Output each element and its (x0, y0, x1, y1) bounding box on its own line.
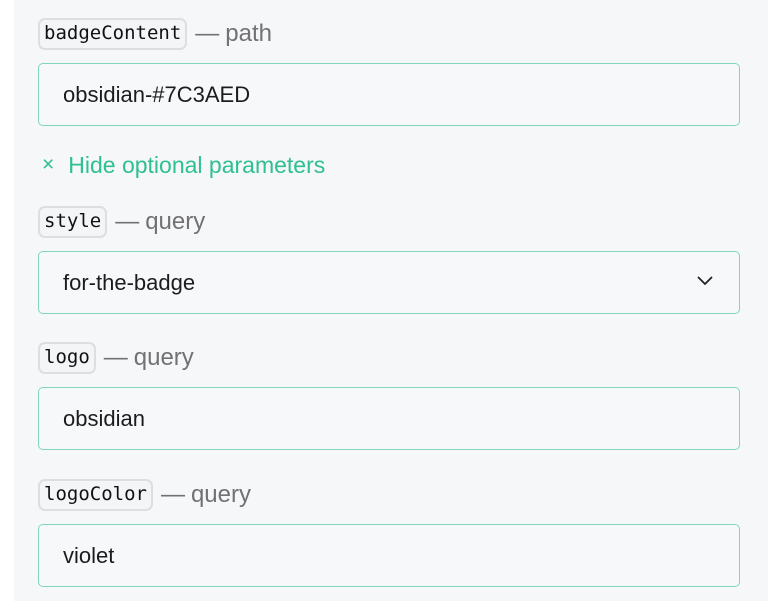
param-kind: path (225, 20, 272, 47)
chevron-down-icon (697, 276, 713, 285)
parameters-panel: badgeContent — path obsidian-#7C3AED × H… (14, 0, 768, 601)
select-value: for-the-badge (63, 269, 196, 295)
logo-label: logo — query (38, 341, 194, 375)
param-kind: query (133, 344, 194, 371)
param-name: logoColor (38, 479, 153, 511)
logo-color-input[interactable]: violet (38, 524, 740, 587)
param-name: logo (38, 342, 96, 374)
param-kind: query (145, 208, 206, 235)
input-value: obsidian-#7C3AED (63, 81, 251, 107)
separator-dash: — (195, 20, 220, 47)
separator-dash: — (160, 481, 185, 508)
badge-content-input[interactable]: obsidian-#7C3AED (38, 63, 740, 126)
toggle-label: Hide optional parameters (68, 151, 326, 178)
close-icon: × (42, 153, 55, 176)
badge-content-label: badgeContent — path (38, 17, 272, 51)
input-value: obsidian (63, 405, 145, 431)
style-label: style — query (38, 205, 205, 239)
logo-color-label: logoColor — query (38, 478, 251, 512)
param-name: badgeContent (38, 18, 188, 50)
logo-input[interactable]: obsidian (38, 387, 740, 450)
separator-dash: — (103, 344, 128, 371)
input-value: violet (63, 542, 115, 568)
param-name: style (38, 206, 108, 238)
param-kind: query (190, 481, 251, 508)
hide-optional-parameters-toggle[interactable]: × Hide optional parameters (42, 150, 325, 180)
style-select[interactable]: for-the-badge (38, 251, 740, 314)
separator-dash: — (115, 208, 140, 235)
